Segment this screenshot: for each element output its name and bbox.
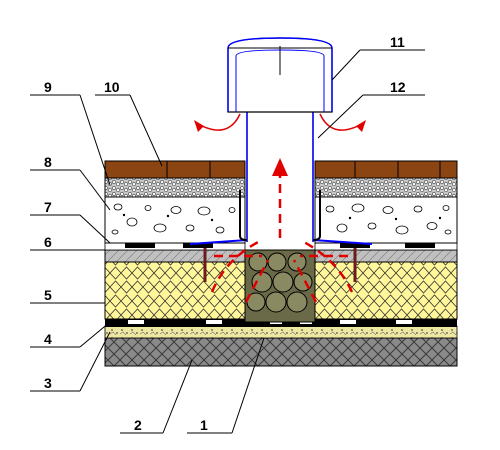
label-7: 7 [44, 199, 52, 215]
gravel-bed-9 [104, 177, 246, 198]
paving-tiles-10 [104, 160, 458, 179]
leveling-layer [104, 325, 458, 339]
concrete-slab [104, 337, 458, 367]
roofing-membrane-7 [104, 242, 458, 251]
airflow-arrows [210, 175, 354, 303]
exhaust-arrows [194, 113, 366, 132]
leader-lines [30, 49, 425, 434]
aggregate-screed-8 [104, 196, 458, 244]
label-3: 3 [44, 375, 52, 391]
fastener-left [201, 243, 210, 282]
aerator-cap-11 [227, 37, 333, 113]
label-11: 11 [390, 34, 405, 50]
label-5: 5 [44, 287, 52, 303]
label-1: 1 [200, 417, 208, 433]
gravel-drainage-fill [244, 249, 316, 323]
gravel-bed-9-right [314, 177, 458, 198]
arrowheads [272, 158, 288, 176]
label-6: 6 [44, 234, 52, 250]
label-10: 10 [104, 79, 120, 95]
label-8: 8 [44, 154, 52, 170]
label-2: 2 [134, 417, 142, 433]
fastener-right [351, 243, 360, 282]
label-12: 12 [390, 79, 406, 95]
label-9: 9 [44, 79, 52, 95]
vapour-barrier [105, 324, 457, 327]
label-4: 4 [44, 331, 52, 347]
